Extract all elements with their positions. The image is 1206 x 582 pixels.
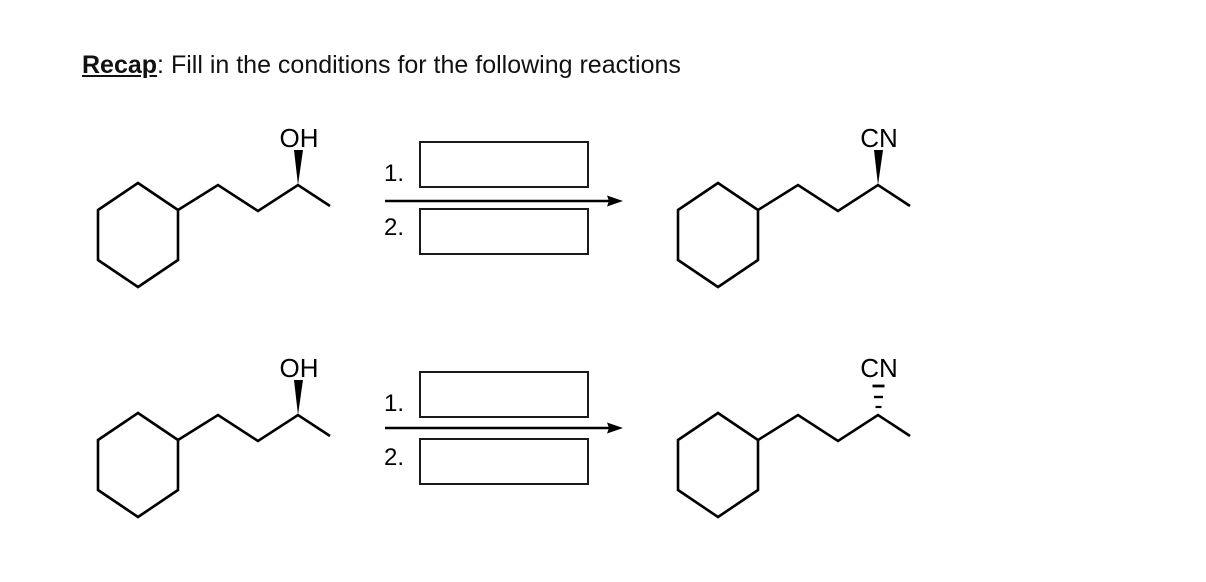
condition-step-2-label-row1: 2. xyxy=(384,214,405,241)
condition-input-1-row2[interactable] xyxy=(419,371,589,418)
page-title: Recap: Fill in the conditions for the fo… xyxy=(82,50,681,80)
atom-label-oh: OH xyxy=(280,353,319,383)
atom-label-cn: CN xyxy=(860,353,898,383)
reactant-structure-1: OH xyxy=(80,115,380,295)
condition-input-2-row2[interactable] xyxy=(419,438,589,485)
condition-input-2-row1[interactable] xyxy=(419,208,589,255)
product-structure-1: CN xyxy=(660,115,960,295)
atom-label-cn: CN xyxy=(860,123,898,153)
reaction-row-1: OH CN xyxy=(0,115,1206,295)
reactant-structure-2: OH xyxy=(80,345,380,525)
page-title-rest: : Fill in the conditions for the followi… xyxy=(157,51,681,79)
condition-step-1-label-row1: 1. xyxy=(384,160,405,187)
hashed-wedge-icon xyxy=(872,384,885,409)
reaction-row-2: OH CN xyxy=(0,345,1206,525)
product-structure-2: CN xyxy=(660,345,960,525)
page-title-keyword: Recap xyxy=(82,51,158,79)
forward-arrow-icon-row2 xyxy=(385,421,623,435)
atom-label-oh: OH xyxy=(280,123,319,153)
forward-arrow-icon-row1 xyxy=(385,194,623,208)
condition-step-1-label-row2: 1. xyxy=(384,390,405,417)
condition-step-2-label-row2: 2. xyxy=(384,444,405,471)
condition-input-1-row1[interactable] xyxy=(419,141,589,188)
